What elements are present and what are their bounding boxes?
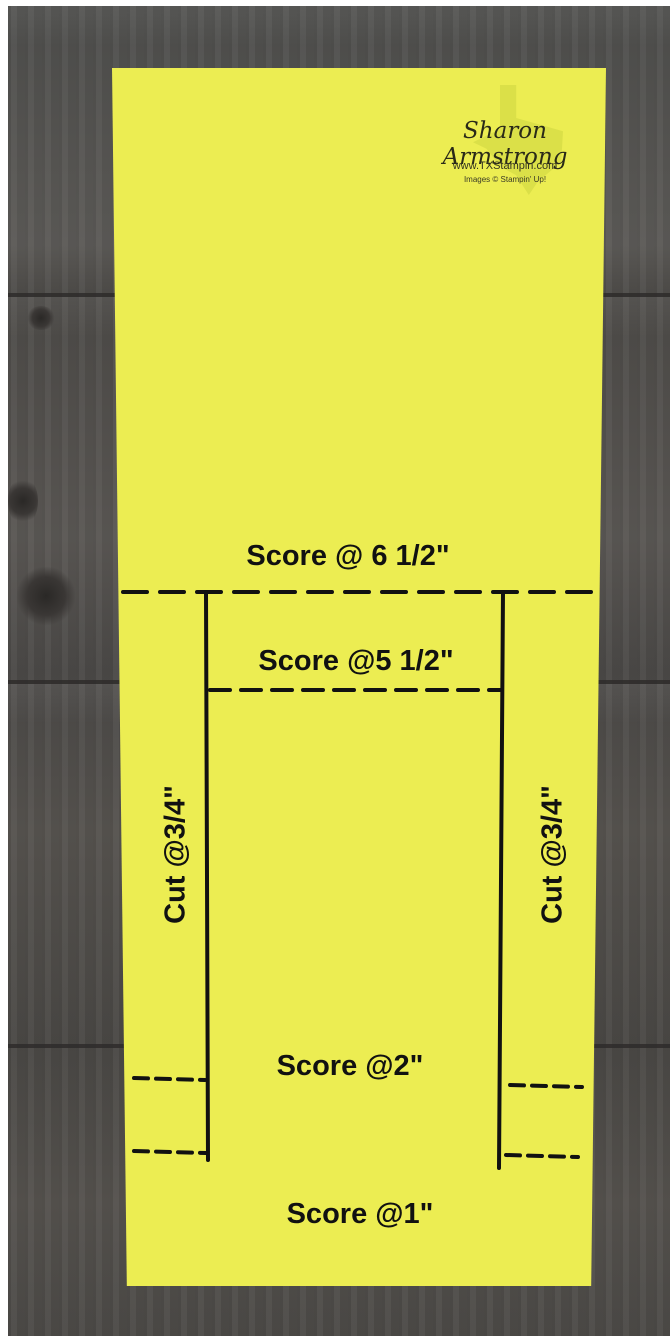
score-6-1-2-label: Score @ 6 1/2": [218, 540, 478, 573]
score-1-label: Score @1": [240, 1198, 480, 1231]
cut-right-label: Cut @3/4": [537, 765, 570, 945]
score-dash-right-1: [506, 1155, 578, 1157]
score-dash-left-1: [134, 1151, 206, 1153]
cut-line-left: [206, 592, 208, 1160]
score-dash-left-2: [134, 1078, 205, 1080]
score-5-1-2-label: Score @5 1/2": [216, 645, 496, 678]
cut-line-right: [499, 592, 503, 1168]
score-2-label: Score @2": [230, 1050, 470, 1083]
cut-left-label: Cut @3/4": [160, 765, 193, 945]
score-dash-right-2: [510, 1085, 582, 1087]
